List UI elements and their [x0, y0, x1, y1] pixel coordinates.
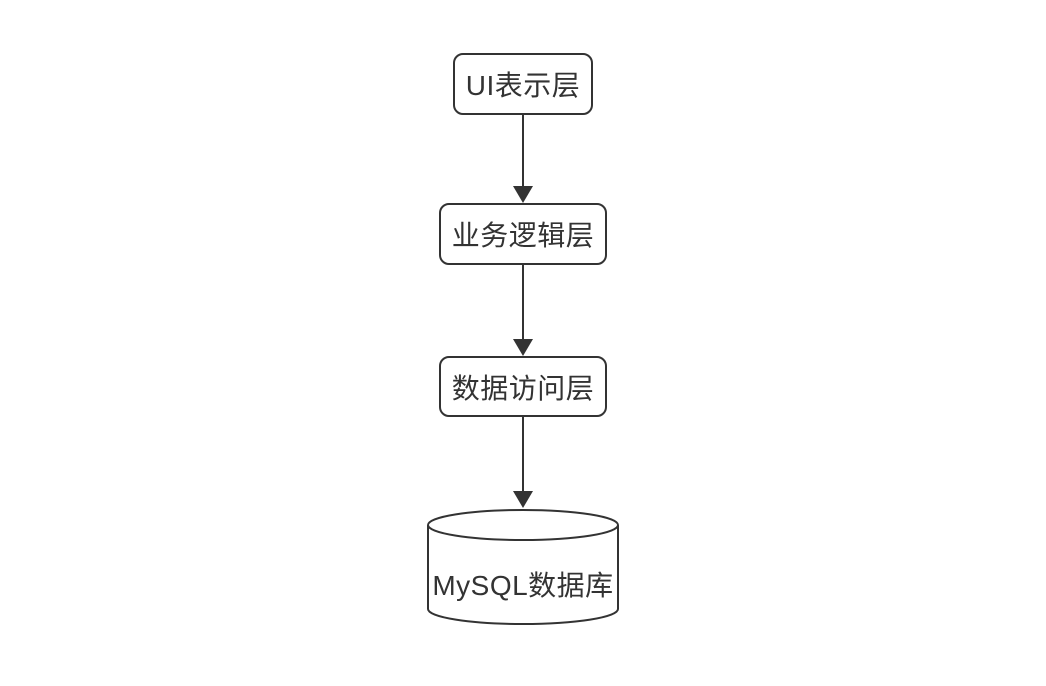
node-business-logic-layer-label: 业务逻辑层: [451, 220, 595, 251]
arrow-ui-to-business: [513, 115, 533, 203]
node-data-access-layer-label: 数据访问层: [451, 372, 595, 404]
node-data-access-layer: 数据访问层: [439, 356, 607, 417]
database-cylinder-icon: [427, 509, 619, 625]
arrow-shaft: [522, 265, 524, 339]
arrow-head-down-icon: [513, 339, 533, 356]
node-ui-layer-label: UI表示层: [465, 70, 581, 101]
node-mysql-database-label: MySQL数据库: [432, 569, 614, 601]
arrow-business-to-data-access: [513, 265, 533, 356]
node-mysql-database: MySQL数据库: [427, 509, 619, 626]
node-business-logic-layer: 业务逻辑层: [439, 203, 607, 265]
arrow-head-down-icon: [513, 186, 533, 203]
arrow-data-access-to-database: [513, 417, 533, 508]
arrow-head-down-icon: [513, 491, 533, 508]
arrow-shaft: [522, 115, 524, 186]
node-ui-layer: UI表示层: [453, 53, 593, 115]
arrow-shaft: [522, 417, 524, 491]
